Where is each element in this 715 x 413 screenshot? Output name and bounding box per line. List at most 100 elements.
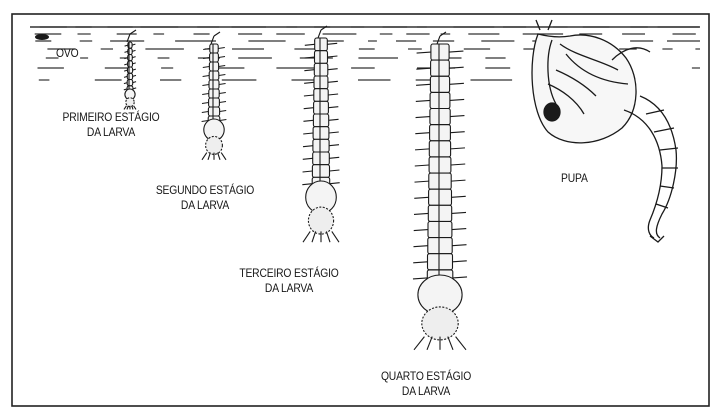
hair — [303, 120, 313, 121]
label-line: TERCEIRO ESTÁGIO — [229, 266, 349, 281]
hair — [304, 108, 314, 109]
body-segment — [209, 80, 219, 89]
body-segment — [313, 127, 329, 140]
label-line: SEGUNDO ESTÁGIO — [145, 183, 265, 198]
hair — [304, 70, 314, 71]
mouth-brush — [202, 153, 207, 160]
body-segment — [128, 67, 133, 73]
hair — [303, 133, 313, 134]
hair — [328, 56, 338, 57]
egg-mark — [35, 34, 49, 40]
hair — [218, 48, 225, 49]
hair — [415, 149, 429, 150]
larva-figure — [202, 32, 227, 160]
body-segment — [314, 76, 328, 89]
mouth-brush — [124, 106, 126, 110]
body-segment — [209, 98, 220, 107]
hair — [449, 51, 463, 52]
hair — [413, 246, 427, 247]
label-line: DA LARVA — [370, 384, 482, 399]
body-segment — [430, 76, 449, 92]
hair — [452, 212, 466, 213]
hair — [303, 171, 313, 172]
mouth-brush — [312, 231, 316, 242]
hair — [450, 116, 464, 117]
hair — [220, 111, 227, 112]
hair — [328, 94, 338, 95]
mouth-brush — [456, 337, 466, 350]
body-segment — [208, 107, 219, 116]
hair — [416, 117, 430, 118]
head — [308, 207, 333, 234]
hair — [451, 180, 465, 181]
body-segment — [431, 44, 449, 60]
body-segment — [209, 89, 219, 98]
hair — [416, 84, 430, 85]
label-fourth-larval-stage: QUARTO ESTÁGIO DA LARVA — [370, 369, 482, 399]
hair — [329, 119, 339, 120]
mouth-brush — [427, 337, 432, 350]
hair — [203, 67, 210, 68]
hair — [219, 75, 226, 76]
hair — [451, 148, 465, 149]
body-segment — [429, 157, 451, 173]
hair — [450, 132, 464, 133]
body-segment — [431, 60, 450, 76]
hair — [414, 230, 428, 231]
head — [126, 98, 134, 107]
body-segment — [429, 189, 452, 205]
hair — [219, 102, 226, 103]
hair — [303, 146, 313, 147]
mouth-brush — [332, 231, 339, 242]
hair — [220, 120, 227, 121]
hair — [415, 181, 429, 182]
label-second-larval-stage: SEGUNDO ESTÁGIO DA LARVA — [145, 183, 265, 213]
hair — [219, 84, 226, 85]
mouth-brush — [303, 231, 310, 242]
mouth-brush — [134, 106, 136, 110]
hair — [202, 112, 209, 113]
hair — [133, 75, 136, 76]
mouth-brush — [208, 153, 210, 160]
label-third-larval-stage: TERCEIRO ESTÁGIO DA LARVA — [229, 266, 349, 296]
mouth-brush — [221, 153, 226, 160]
hair — [327, 43, 337, 44]
hair — [330, 183, 340, 184]
body-segment — [313, 114, 328, 127]
body-segment — [430, 92, 450, 108]
siphon-tube — [211, 32, 220, 44]
body-segment — [314, 89, 328, 102]
body-segment — [428, 254, 453, 270]
hair — [202, 94, 209, 95]
hair — [414, 213, 428, 214]
body-segment — [210, 44, 218, 53]
mouth-brush — [326, 231, 330, 242]
siphon-tube — [127, 30, 136, 42]
label-first-larval-stage: PRIMEIRO ESTÁGIO DA LARVA — [55, 110, 167, 140]
mouth-brush — [448, 337, 453, 350]
mouth-brush — [127, 106, 128, 110]
body-segment — [209, 71, 219, 80]
head — [422, 307, 458, 340]
label-line: DA LARVA — [229, 281, 349, 296]
body-segment — [209, 62, 218, 71]
larva-figure — [124, 30, 136, 109]
mouth-brush — [218, 153, 220, 160]
hair — [305, 44, 315, 45]
hair — [328, 107, 338, 108]
hair — [450, 99, 464, 100]
hair — [202, 103, 209, 104]
mouth-brush — [414, 337, 424, 350]
hair — [452, 261, 466, 262]
body-segment — [428, 238, 452, 254]
hair — [453, 277, 467, 278]
mouth-brush — [132, 106, 133, 110]
hair — [328, 81, 338, 82]
hair — [416, 100, 430, 101]
body-segment — [312, 165, 329, 178]
hair — [451, 164, 465, 165]
hair — [417, 52, 431, 53]
body-segment — [315, 51, 328, 64]
